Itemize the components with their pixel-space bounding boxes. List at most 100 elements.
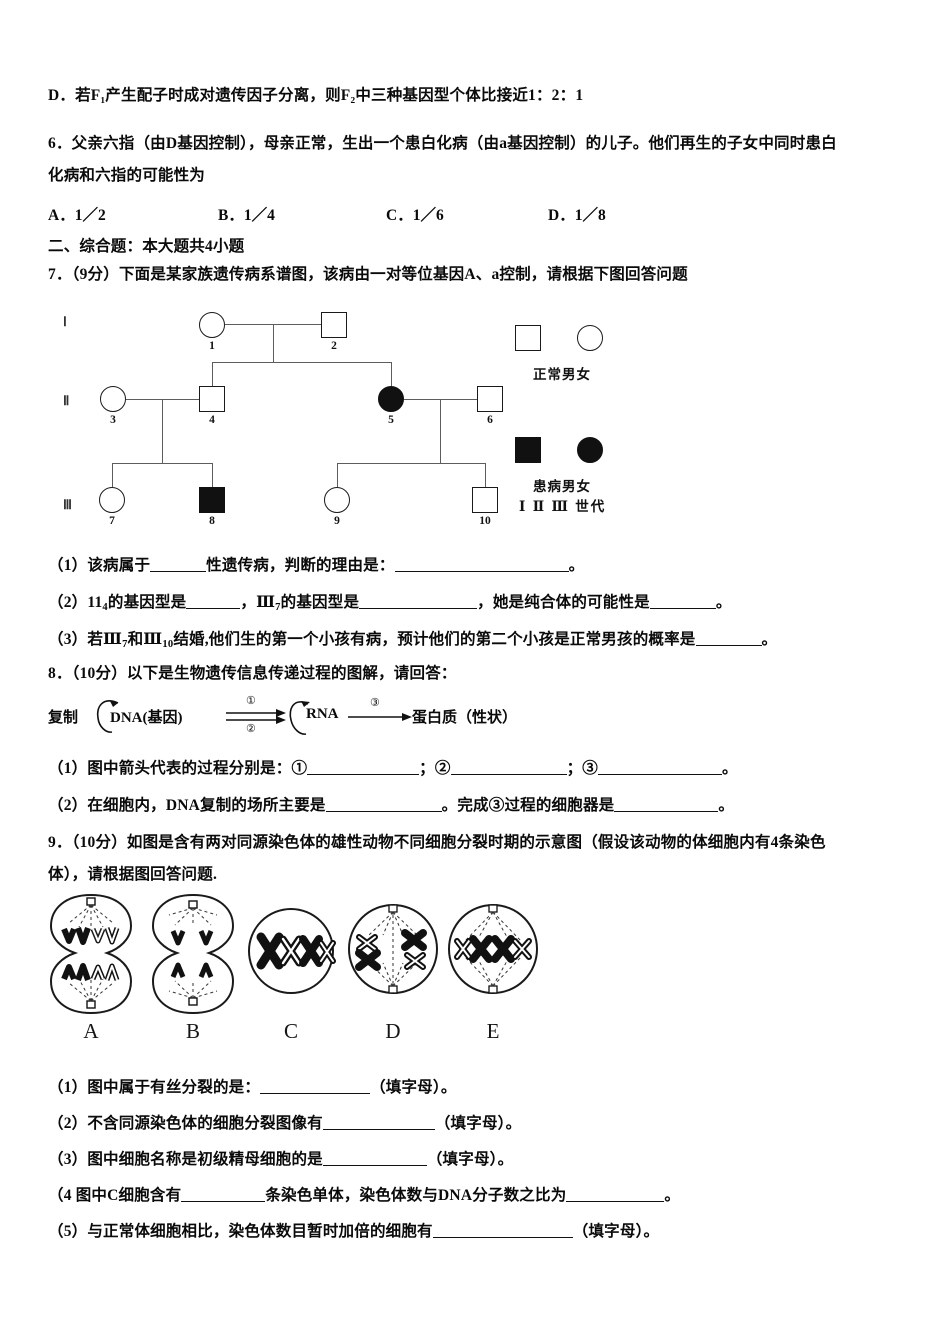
pedigree-individual-8[interactable] [199,487,225,513]
pedigree-individual-2-label: 2 [331,340,337,352]
cell-figure-e[interactable] [445,901,541,997]
q9-sub2-blank[interactable] [322,1129,435,1130]
question-9-stem-line-1: 9．（10分）如图是含有两对同源染色体的雄性动物不同细胞分裂时期的示意图（假设该… [48,834,826,851]
pedigree-individual-10[interactable] [472,487,498,513]
pedigree-individual-5[interactable] [378,386,404,412]
q7-sub1-blank-1[interactable] [150,571,207,572]
q7-sub3-text-b: 和Ⅲ [127,631,163,648]
q8-sub2-text-c: 。 [718,797,735,814]
pedigree-individual-6-label: 6 [487,414,493,426]
cell-figure-c[interactable] [245,905,337,997]
sibship-bar-iii-left [112,463,212,465]
q9-sub2-text-a: （2）不含同源染色体的细胞分裂图像有 [48,1115,323,1132]
q7-sub2-text-c: ，Ⅲ [240,594,276,611]
chromosome-group [454,935,532,963]
sibship-bar-gen2 [212,362,392,364]
q7-sub2-blank-1[interactable] [186,608,241,609]
pedigree-individual-9-label: 9 [334,515,340,527]
cell-figure-a[interactable] [45,893,137,1015]
q8-sub1-blank-2[interactable] [450,774,567,775]
option-a[interactable]: A．1／2 [48,207,106,224]
chromosome-group-upper [61,926,120,945]
pedigree-individual-3[interactable] [100,386,126,412]
sibship-drop-iii10 [485,463,487,487]
replication-loop-arrow-icon [96,700,119,733]
pedigree-individual-4[interactable] [199,386,225,412]
q8-sub1-text-d: 。 [721,760,738,777]
chromosome-group-left [355,934,381,971]
q9-sub1-blank[interactable] [260,1093,371,1094]
q7-sub2-blank-2[interactable] [359,608,478,609]
q9-sub4-blank-1[interactable] [181,1201,266,1202]
question-9-sub-1: （1）图中属于有丝分裂的是：（填字母）。 [48,1077,457,1099]
section-2-title: 二、综合题：本大题共4小题 [48,238,245,255]
question-5-option-d: D．若F₁产生配子时成对遗传因子分离，则F₂中三种基因型个体比接近1：2：1 [48,87,584,104]
process-2-marker: ② [246,723,256,735]
pedigree-individual-9[interactable] [324,487,350,513]
legend-normal-male-icon [515,325,541,351]
cell-figure-c-label: C [283,1019,298,1043]
sibship-drop-iii8 [212,463,214,487]
q7-sub2-blank-3[interactable] [649,608,716,609]
pedigree-individual-5-label: 5 [388,414,394,426]
pedigree-chart: Ⅰ Ⅱ Ⅲ 1 2 3 4 5 6 [55,300,695,540]
rna-node-label: RNA [306,706,339,722]
legend-normal-female-icon [577,325,603,351]
q7-sub3-subscript-2: 10 [162,638,174,650]
q9-sub1-text-a: （1）图中属于有丝分裂的是： [48,1079,261,1096]
generation-label-3: Ⅲ [63,497,72,512]
q8-sub2-blank-2[interactable] [614,811,719,812]
q7-sub3-text-c: 结婚,他们生的第一个小孩有病，预计他们的第二个小孩是正常男孩的概率是 [173,631,696,648]
q7-sub3-blank[interactable] [695,645,762,646]
q7-sub1-text-b: 性遗传病，判断的理由是： [206,557,395,574]
q8-sub1-text-b: ；② [419,760,451,777]
question-7-stem: 7．（9分）下面是某家族遗传病系谱图，该病由一对等位基因A、a控制，请根据下图回… [48,266,688,283]
q9-sub4-blank-2[interactable] [566,1201,665,1202]
sibship-drop-iii7 [112,463,114,487]
cell-figure-d[interactable] [345,901,441,997]
question-8-sub-1: （1）图中箭头代表的过程分别是：①；②；③。 [48,758,738,780]
question-9-stem-line-2: 体），请根据图回答问题. [48,866,218,883]
q8-sub1-blank-1[interactable] [307,774,420,775]
cell-figure-e-label: E [486,1019,500,1043]
q8-sub1-text-a: （1）图中箭头代表的过程分别是：① [48,760,308,777]
q7-sub2-subscript-2: 7 [275,601,281,613]
option-b[interactable]: B．1／4 [218,207,275,224]
chromosome-group-upper [170,930,214,946]
legend-affected-male-icon [515,437,541,463]
q9-sub4-text-c: 。 [664,1187,681,1204]
q9-sub5-blank[interactable] [432,1237,573,1238]
genetic-information-flow-diagram: 复制 DNA(基因) ① ② RNA ③ 蛋白质（性状） [48,694,517,740]
q8-sub1-blank-3[interactable] [597,774,722,775]
pedigree-individual-2[interactable] [321,312,347,338]
q9-sub5-text-a: （5）与正常体细胞相比，染色体数目暂时加倍的细胞有 [48,1223,433,1240]
rna-loop-arrow-icon [289,701,310,735]
option-d[interactable]: D．1／8 [548,207,606,224]
chromosome-group-lower [61,963,120,982]
generation-label-1: Ⅰ [63,314,67,329]
option-c[interactable]: C．1／6 [386,207,444,224]
q7-sub2-text-a: （2）11 [48,594,103,611]
cell-figure-a-label: A [83,1019,99,1043]
pedigree-individual-1[interactable] [199,312,225,338]
sibship-drop-ii4 [212,362,214,386]
cell-figure-b[interactable] [147,893,239,1015]
question-9-sub-3: （3）图中细胞名称是初级精母细胞的是（填字母）。 [48,1149,513,1171]
question-7-sub-2: （2）114的基因型是，Ⅲ7的基因型是，她是纯合体的可能性是。 [48,592,732,619]
q7-sub2-text-f: 。 [715,594,732,611]
sibship-drop-iii9 [337,463,339,487]
transcription-double-arrow-icon [226,709,286,724]
q8-sub2-blank-1[interactable] [325,811,442,812]
cell-division-figures: A B [45,893,565,1053]
q9-sub3-text-b: （填字母）。 [426,1151,514,1168]
legend-affected-caption: 患病男女 [533,479,591,494]
pedigree-individual-6[interactable] [477,386,503,412]
pedigree-individual-7[interactable] [99,487,125,513]
question-8-stem: 8．（10分）以下是生物遗传信息传递过程的图解，请回答： [48,665,457,682]
q7-sub1-blank-2[interactable] [394,571,569,572]
legend-affected-female-icon [577,437,603,463]
q9-sub3-blank[interactable] [322,1165,427,1166]
pedigree-individual-7-label: 7 [109,515,115,527]
pedigree-individual-1-label: 1 [209,340,215,352]
